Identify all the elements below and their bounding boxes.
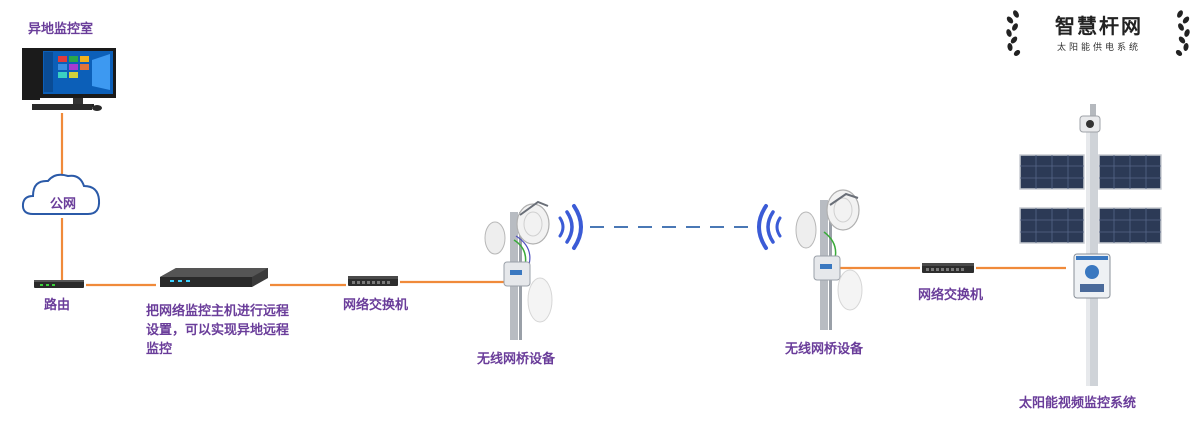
- solar-panel-icon: [1019, 154, 1085, 190]
- laurel-icon: [1175, 10, 1190, 56]
- solar-panel-icon: [1019, 207, 1085, 244]
- cloud-icon: [21, 173, 101, 215]
- signal-waves-left-icon: [757, 204, 782, 250]
- remote-room-label: 异地监控室: [28, 22, 94, 37]
- switch-left-label: 网络交换机: [343, 298, 409, 313]
- nvr-description: 把网络监控主机进行远程设置，可以实现异地远程监控: [146, 304, 290, 357]
- cable-links: [60, 113, 1066, 287]
- solar-pole-icon: [1019, 104, 1162, 386]
- solar-system-label: 太阳能视频监控系统: [1019, 396, 1137, 411]
- bridge-right-label: 无线网桥设备: [785, 342, 864, 357]
- router-icon: [34, 280, 84, 288]
- network-switch-icon: [922, 263, 974, 273]
- router-label: 路由: [44, 298, 71, 313]
- wireless-bridge-icon: [795, 189, 863, 330]
- desktop-computer-icon: [22, 48, 116, 111]
- brand-subtitle: 太阳能供电系统: [1056, 43, 1141, 53]
- cloud-label: 公网: [49, 197, 76, 212]
- laurel-icon: [1006, 10, 1021, 56]
- wireless-bridge-icon: [484, 200, 553, 340]
- signal-waves-right-icon: [558, 204, 583, 250]
- solar-panel-icon: [1098, 207, 1162, 244]
- switch-right-label: 网络交换机: [918, 288, 984, 303]
- nvr-icon: [160, 268, 268, 287]
- network-switch-icon: [348, 276, 398, 286]
- solar-panel-icon: [1098, 154, 1162, 190]
- brand-title: 智慧杆网: [1055, 14, 1143, 38]
- bridge-left-label: 无线网桥设备: [477, 352, 556, 367]
